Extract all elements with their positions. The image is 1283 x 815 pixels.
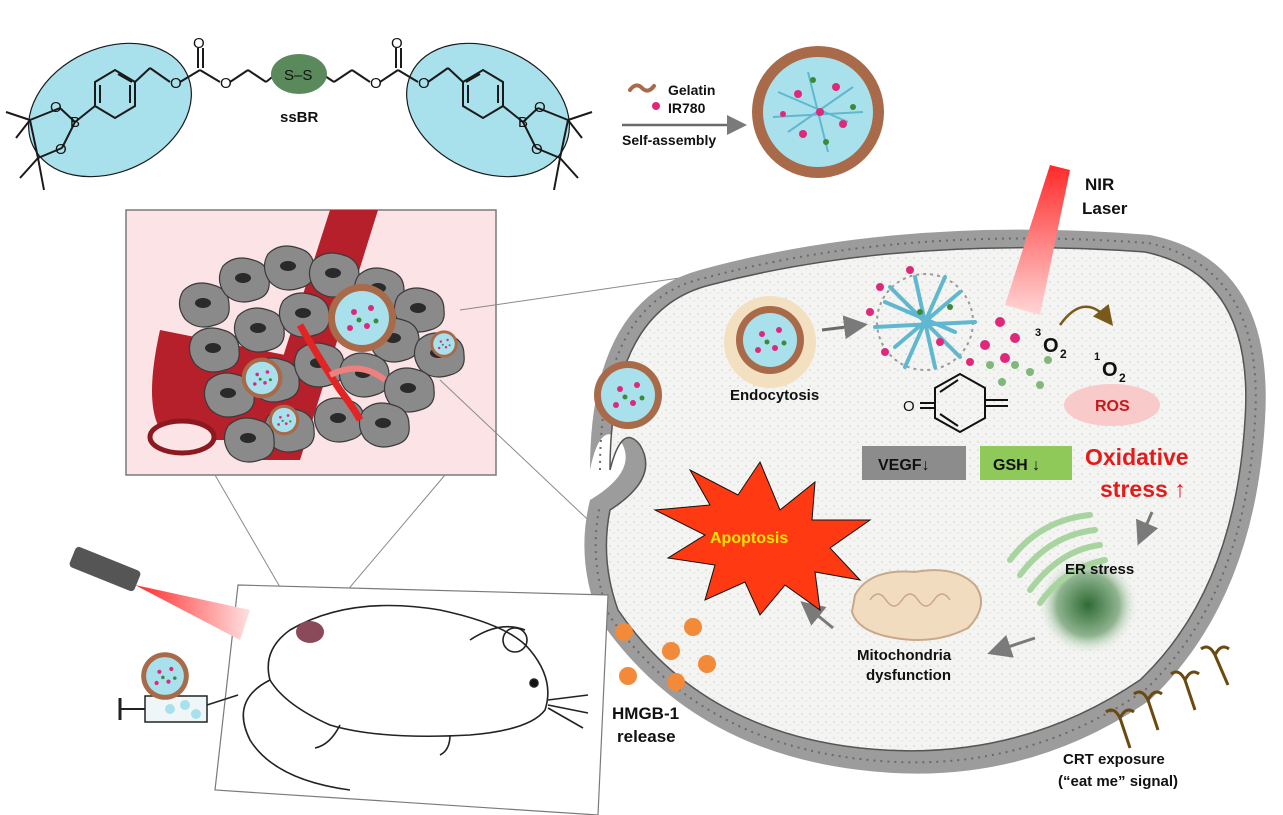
hmgb1-particles: [615, 618, 716, 691]
svg-text:Endocytosis: Endocytosis: [730, 387, 819, 404]
svg-text:Gelatin: Gelatin: [668, 82, 715, 98]
svg-text:Mitochondria: Mitochondria: [857, 647, 952, 664]
external-nanoparticle: [594, 361, 662, 429]
mitochondria: Mitochondria dysfunction: [850, 569, 983, 684]
svg-text:VEGF↓: VEGF↓: [878, 457, 930, 474]
svg-text:O: O: [391, 35, 403, 52]
svg-text:Laser: Laser: [1082, 199, 1128, 218]
svg-text:O: O: [55, 141, 67, 158]
svg-text:1: 1: [1094, 351, 1100, 363]
svg-text:dysfunction: dysfunction: [866, 667, 951, 684]
svg-text:O: O: [418, 75, 430, 92]
svg-text:ROS: ROS: [1095, 398, 1130, 415]
svg-text:3: 3: [1035, 327, 1041, 339]
oxygen-conversion: 3 O 2 1 O 2 ROS: [1035, 304, 1160, 426]
svg-text:stress ↑: stress ↑: [1100, 476, 1186, 502]
crt-label: CRT exposure: [1063, 751, 1165, 768]
svg-text:NIR: NIR: [1085, 175, 1114, 194]
oxidative-stress-label: Oxidative: [1085, 444, 1189, 470]
nanoparticle-large: [752, 46, 884, 178]
right-aryl-highlight: [406, 42, 570, 178]
crt-receptors: [1105, 645, 1230, 749]
svg-text:O: O: [534, 99, 546, 116]
svg-text:2: 2: [1119, 371, 1126, 385]
syringe: [118, 694, 239, 723]
mouse-panel: [214, 584, 609, 815]
inset-np-1: [328, 284, 396, 352]
nir-laser: NIR Laser: [1005, 165, 1128, 315]
disulfide-highlight: [271, 54, 327, 94]
gelatin-icon: [628, 83, 656, 93]
apoptosis-burst: Apoptosis: [653, 460, 872, 616]
svg-text:(“eat me” signal): (“eat me” signal): [1058, 773, 1178, 790]
ssbr-label: ssBR: [280, 109, 319, 126]
ros-bubble: [1064, 384, 1160, 426]
quinone-methide: [920, 372, 1008, 434]
ssbr-molecule: S–S O O O O O O B O O B O O ssBR: [5, 35, 593, 191]
self-assembly-step: Gelatin IR780 Self-assembly: [622, 46, 884, 178]
disassembled-micelle: [866, 266, 977, 371]
vegf-box: VEGF↓: [862, 446, 966, 480]
mouse-tail: [242, 679, 351, 791]
left-aryl-highlight: [28, 42, 192, 178]
svg-text:HMGB-1: HMGB-1: [612, 704, 679, 723]
svg-text:B: B: [70, 114, 80, 131]
svg-text:O: O: [193, 35, 205, 52]
mouse-body: [267, 604, 549, 738]
svg-text:Self-assembly: Self-assembly: [622, 132, 716, 148]
svg-text:ER stress: ER stress: [1065, 561, 1134, 578]
svg-text:O: O: [903, 398, 915, 415]
svg-text:IR780: IR780: [668, 100, 706, 116]
tumor-inset: [125, 209, 497, 476]
svg-text:O: O: [531, 141, 543, 158]
svg-text:B: B: [518, 114, 528, 131]
svg-text:2: 2: [1060, 347, 1067, 361]
released-ir780: [980, 317, 1052, 389]
disulfide-label: S–S: [284, 67, 312, 84]
svg-text:O: O: [370, 75, 382, 92]
er-stress: ER stress: [1007, 512, 1140, 657]
tumor-site: [296, 621, 324, 643]
gsh-box: GSH ↓: [980, 446, 1072, 480]
laser-pointer: [69, 546, 250, 640]
svg-text:GSH ↓: GSH ↓: [993, 457, 1040, 474]
svg-text:O: O: [1102, 359, 1118, 381]
svg-text:release: release: [617, 727, 676, 746]
svg-text:O: O: [50, 99, 62, 116]
svg-text:O: O: [170, 75, 182, 92]
svg-text:Apoptosis: Apoptosis: [710, 530, 788, 547]
svg-text:O: O: [1043, 335, 1059, 357]
svg-text:O: O: [220, 75, 232, 92]
endocytosis: Endocytosis: [724, 266, 1052, 404]
ir780-icon: [652, 102, 660, 110]
